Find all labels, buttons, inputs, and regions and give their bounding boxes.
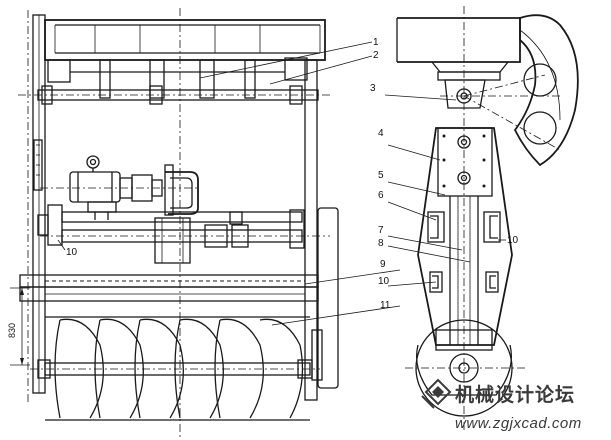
left-guide-details: [33, 139, 63, 246]
callout-3: 3: [370, 83, 376, 94]
middle-shaft: [40, 207, 339, 389]
watermark-title: 机械设计论坛: [455, 383, 575, 406]
callout-11: 11: [380, 300, 391, 311]
vertical-arm: [417, 127, 513, 346]
callout-7: 7: [378, 225, 384, 236]
dimension-label: 830: [7, 323, 17, 338]
side-view: [384, 6, 579, 430]
end-plate: [317, 207, 339, 389]
callout-9: 9: [380, 259, 386, 270]
top-girder: [44, 19, 326, 61]
callout-8: 8: [378, 238, 384, 249]
upper-shaft: [18, 85, 330, 105]
front-leaders: [57, 41, 401, 326]
right-column: [304, 59, 318, 401]
upper-carriage: [47, 57, 308, 99]
callout-10-right: 10: [507, 235, 519, 246]
crossbar: [19, 274, 319, 302]
callout-5: 5: [378, 170, 384, 181]
callout-10-left: 10: [66, 247, 78, 258]
callout-2: 2: [373, 50, 379, 61]
callout-6: 6: [378, 190, 384, 201]
callout-4: 4: [378, 128, 384, 139]
screw-conveyor: [30, 316, 323, 421]
side-leaders: [384, 94, 506, 287]
front-elevation-view: 830: [7, 8, 401, 440]
watermark-url: www.zgjxcad.com: [455, 415, 582, 432]
bottom-wheel: [405, 319, 525, 417]
drive-unit: [40, 155, 200, 220]
watermark: 机械设计论坛 www.zgjxcad.com: [421, 378, 582, 432]
callout-1: 1: [373, 37, 379, 48]
pivot-assembly: [440, 6, 561, 430]
diamond-logo-icon: [421, 378, 452, 409]
callout-10-middle: 10: [378, 276, 390, 287]
side-girder: [396, 17, 521, 81]
callout-labels: 1 2 3 4 5 6 7 8 9 10 10 10 11: [66, 37, 519, 311]
dimension-830: 830: [7, 287, 30, 366]
curved-arm: [513, 14, 579, 167]
